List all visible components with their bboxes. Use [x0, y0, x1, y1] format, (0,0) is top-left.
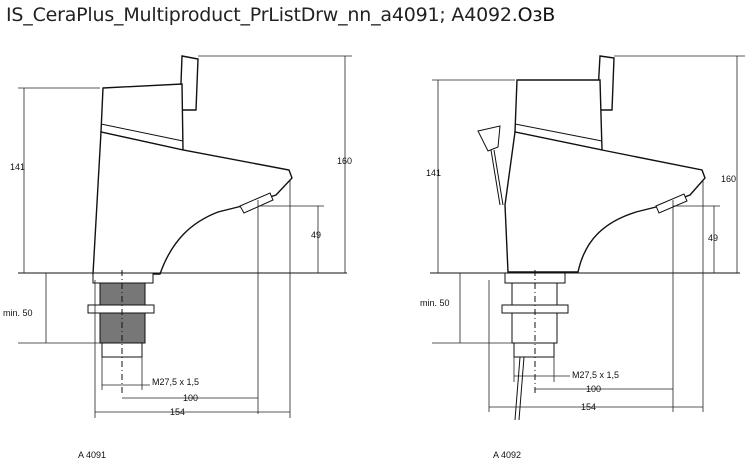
- dim-min50-label: min. 50: [420, 298, 450, 308]
- dim-min50-label: min. 50: [3, 308, 33, 318]
- dim-49-label: 49: [311, 230, 321, 240]
- spout-outlet: [239, 192, 274, 214]
- dim-160-label: 160: [337, 156, 352, 166]
- faucet-main-body: [504, 131, 706, 273]
- page-title: IS_CeraPlus_Multiproduct_PrListDrw_nn_a4…: [6, 4, 555, 26]
- dim-thread-label: M27,5 x 1,5: [572, 370, 619, 380]
- title-main: IS_CeraPlus_Multiproduct_PrListDrw_nn_a4…: [6, 4, 518, 26]
- dim-141-label: 141: [426, 168, 441, 178]
- popup-knob: [477, 125, 501, 152]
- drain-rod-2: [518, 356, 525, 421]
- dim-154-label: 154: [170, 407, 185, 417]
- dim-49-label: 49: [708, 233, 718, 243]
- dim-160-label: 160: [721, 174, 736, 184]
- popup-rod-2: [493, 149, 504, 206]
- caption-a4092: A 4092: [493, 450, 521, 458]
- drain-rod: [514, 356, 521, 421]
- band-line: [514, 123, 603, 142]
- dim-141-label: 141: [10, 162, 25, 172]
- washer: [87, 304, 155, 314]
- dim-100-label: 100: [183, 393, 198, 403]
- dim-154-label: 154: [581, 402, 596, 412]
- nut-top: [92, 272, 154, 284]
- dim-100-label: 100: [586, 384, 601, 394]
- caption-a4091: A 4091: [78, 450, 106, 458]
- shank-end: [513, 342, 555, 358]
- spout-outlet: [655, 193, 688, 214]
- band-line: [100, 123, 184, 142]
- faucet-drawing-a4092: 141 160 49 min. 50 M27,5 x 1,5 100 154 A…: [420, 55, 745, 458]
- popup-rod: [490, 149, 501, 206]
- dim-thread-label: M27,5 x 1,5: [152, 377, 199, 387]
- title-suffix: ОзВ: [517, 4, 556, 26]
- faucet-main-body: [92, 131, 293, 275]
- faucet-drawing-a4091: 141 160 49 min. 50 M27,5 x 1,5 100 154 A…: [3, 55, 352, 458]
